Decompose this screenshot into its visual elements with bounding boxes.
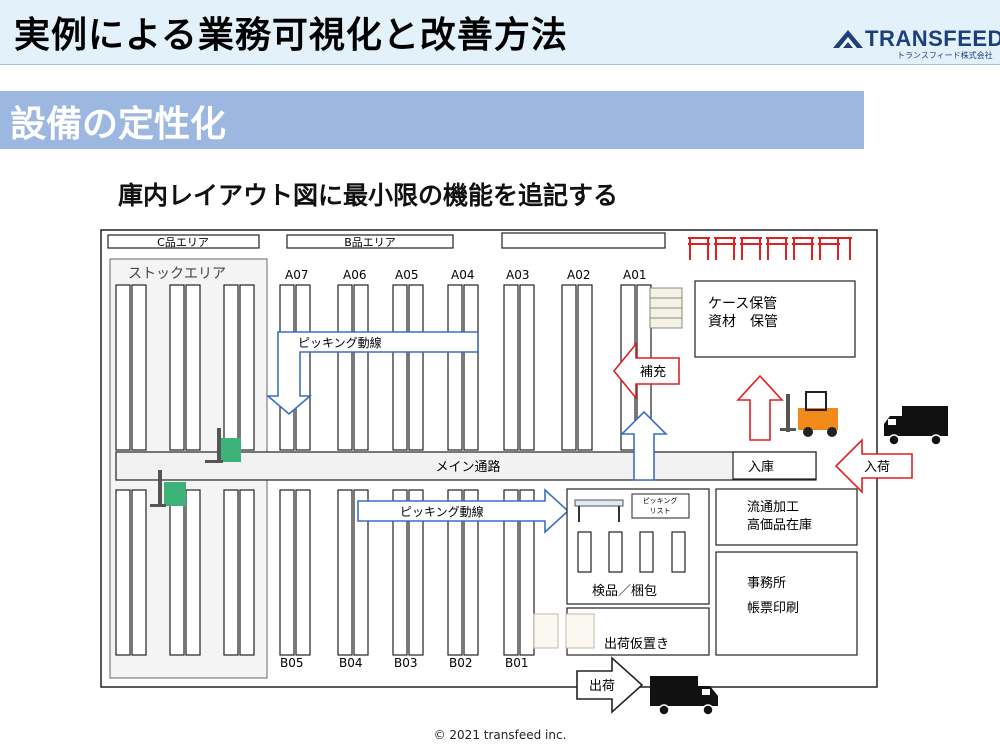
receiving-box <box>732 451 817 480</box>
processing-box <box>715 488 858 546</box>
b-area-label: B品エリア <box>344 236 396 249</box>
logo-wordmark: TRANSFEED <box>865 26 1000 51</box>
rack-label-a02: A02 <box>567 268 590 282</box>
inbound-arrow <box>834 438 913 494</box>
forklift-icon <box>780 391 838 437</box>
packing-station-4 <box>671 531 686 573</box>
rack-label-b01: B01 <box>505 656 529 670</box>
picking-list-label-2: リスト <box>650 507 671 515</box>
office-label: 事務所 <box>747 576 786 591</box>
c-area-label: C品エリア <box>157 236 209 249</box>
rack-label-b05: B05 <box>280 656 304 670</box>
stock-area-label: ストックエリア <box>128 266 226 282</box>
inspection-label: 検品／梱包 <box>592 584 657 599</box>
picking-route-top-label: ピッキング動線 <box>298 335 382 350</box>
shelf-icon <box>649 287 683 329</box>
cage-cart-icon <box>533 613 595 649</box>
storage-up-arrow <box>736 374 784 441</box>
b-area-box <box>286 234 454 249</box>
material-storage-label: 資材 保管 <box>708 314 778 330</box>
footer-copyright: © 2021 transfeed inc. <box>433 728 567 742</box>
page-title: 実例による業務可視化と改善方法 <box>14 15 568 56</box>
diagram-subtitle: 庫内レイアウト図に最小限の機能を追記する <box>118 181 619 210</box>
replenish-up-arrow <box>620 410 668 481</box>
cart-rack-icons <box>688 237 852 260</box>
replenish-left-arrow <box>612 341 680 401</box>
inbound-truck-icon <box>884 406 948 446</box>
picking-route-bottom-arrow <box>357 488 570 534</box>
mountain-logo-icon <box>833 30 863 48</box>
form-print-label: 帳票印刷 <box>747 601 799 616</box>
picking-list-box <box>631 493 690 519</box>
outbound-label: 出荷 <box>589 679 615 694</box>
rack-label-a07: A07 <box>285 268 308 282</box>
rack-label-a06: A06 <box>343 268 366 282</box>
outbound-truck-icon <box>650 676 718 716</box>
main-aisle-label: メイン通路 <box>435 459 500 475</box>
company-logo: TRANSFEED トランスフィード株式会社 <box>833 26 1000 60</box>
outbound-arrow <box>576 656 644 714</box>
high-value-label: 高価品在庫 <box>747 517 812 533</box>
rack-label-a05: A05 <box>395 268 418 282</box>
picking-route-bottom-label: ピッキング動線 <box>400 504 484 519</box>
packing-station-2 <box>608 531 623 573</box>
packing-station-3 <box>639 531 654 573</box>
picking-list-label-1: ピッキング <box>643 496 678 505</box>
section-band: 設備の定性化 <box>0 91 864 149</box>
rack-label-a01: A01 <box>623 268 646 282</box>
office-box <box>715 551 858 656</box>
rack-label-b03: B03 <box>394 656 418 670</box>
rack-row-a <box>279 284 652 451</box>
processing-label: 流通加工 <box>747 500 799 515</box>
logo-subtext: トランスフィード株式会社 <box>897 51 993 60</box>
replenish-label: 補充 <box>640 364 666 380</box>
rack-label-a03: A03 <box>506 268 529 282</box>
worktable-icon <box>574 499 624 522</box>
blank-area-box <box>501 232 666 249</box>
reach-truck-icon <box>205 428 241 463</box>
rack-label-b02: B02 <box>449 656 473 670</box>
case-storage-label: ケース保管 <box>708 296 777 312</box>
staging-label: 出荷仮置き <box>604 637 669 652</box>
rack-label-a04: A04 <box>451 268 474 282</box>
picking-route-top-arrow <box>265 331 479 416</box>
receiving-label: 入庫 <box>748 460 774 475</box>
reach-truck-icon-2 <box>150 470 186 507</box>
case-storage-box <box>694 280 856 358</box>
inbound-label: 入荷 <box>864 460 890 475</box>
header-bar: 実例による業務可視化と改善方法 TRANSFEED トランスフィード株式会社 <box>0 0 1000 65</box>
section-title: 設備の定性化 <box>10 104 227 145</box>
rack-label-b04: B04 <box>339 656 363 670</box>
packing-station-1 <box>577 531 592 573</box>
c-area-box <box>107 234 260 249</box>
